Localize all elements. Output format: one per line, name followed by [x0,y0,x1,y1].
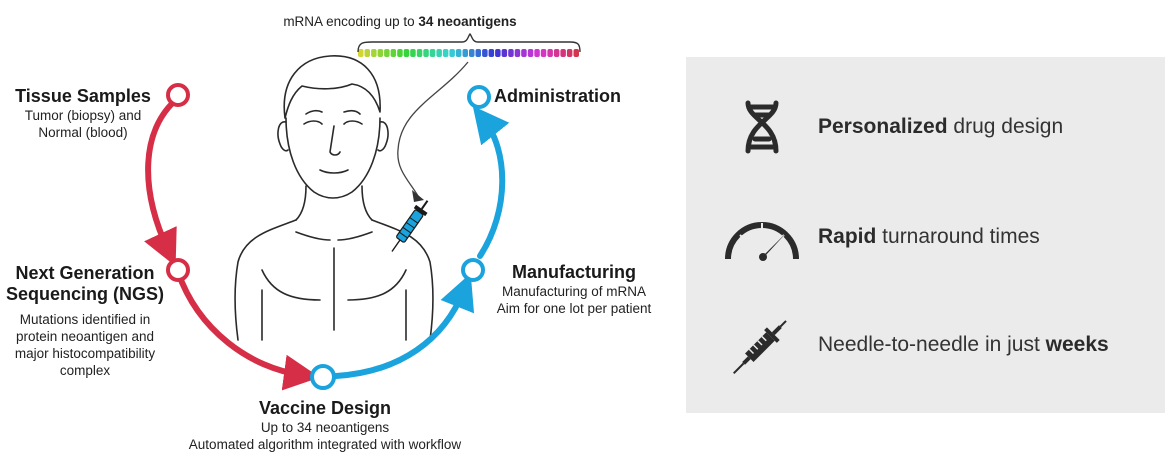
neoantigen-bead [527,49,534,57]
ngs-line: Mutations identified in [19,312,151,327]
neoantigen-bead [462,49,468,57]
vaccine-design-line: Automated algorithm integrated with work… [188,437,462,452]
diagram-artwork [144,33,581,391]
feature-rapid: Rapid turnaround times [686,207,1165,267]
neoantigen-bead [390,49,397,57]
feature-personalized-label: Personalized drug design [818,97,1063,157]
injection-connector-line [397,61,469,197]
neoantigen-bead [540,49,547,57]
manufacturing-line: Manufacturing of mRNA [501,284,647,299]
ngs-title: Next Generation [15,263,155,283]
neoantigen-bead [377,49,384,57]
feature-bold: weeks [1045,333,1109,356]
injection-arrowhead [412,190,424,202]
tissue-samples-line: Tumor (biopsy) and [24,108,142,123]
neoantigen-bead [534,49,540,57]
feature-rest: turnaround times [876,225,1040,248]
neoantigen-bead [423,49,429,57]
top-caption-emphasis: 34 neoantigens [418,14,517,29]
neoantigen-bead [410,49,416,57]
top-caption: mRNA encoding up to 34 neoantigens [270,14,530,29]
neoantigen-bead [495,49,501,57]
neoantigen-bead [521,49,527,57]
neoantigen-bead [566,49,573,57]
injection-syringe-icon [391,200,429,252]
tissue-samples-line: Normal (blood) [38,125,128,140]
manufacturing-title: Manufacturing [512,262,636,282]
neoantigen-bead [475,49,481,57]
vaccine-design-label: Vaccine Design Up to 34 neoantigens Auto… [180,398,470,453]
feature-bold: Rapid [818,225,877,248]
neoantigen-bead [553,49,560,57]
brace-bracket [357,33,581,53]
syringe-icon [733,320,787,374]
neoantigen-bead [560,49,566,57]
ngs-title: Sequencing (NGS) [5,284,164,304]
neoantigen-bead [436,49,442,57]
patient-figure [234,55,434,341]
feature-rest: drug design [947,115,1064,138]
neoantigen-bead [358,49,364,57]
blue-arrow-manufacturing-to-administration [472,105,510,259]
neoantigen-bead [508,49,514,57]
tissue-samples-title: Tissue Samples [15,86,151,106]
feature-needle: Needle-to-needle in just weeks [686,315,1165,375]
neoantigen-bead [384,49,390,57]
node-administration [467,85,491,109]
feature-prefix: Needle-to-needle in just [818,333,1046,356]
neoantigen-bead [403,49,410,57]
manufacturing-line: Aim for one lot per patient [496,301,652,316]
blue-arrow-design-to-manufacturing [333,273,475,379]
vaccine-design-line: Up to 34 neoantigens [260,420,390,435]
neoantigen-bead [371,49,377,57]
red-arrow-tissue-to-ngs [144,95,181,267]
neoantigen-bead [429,49,436,57]
ngs-line: complex [59,363,111,378]
neoantigen-bead [488,49,495,57]
top-caption-prefix: mRNA encoding up to [283,14,419,29]
tissue-samples-label: Tissue Samples Tumor (biopsy) and Normal… [8,86,158,141]
feature-rapid-label: Rapid turnaround times [818,207,1040,267]
ngs-label: Next Generation Sequencing (NGS) Mutatio… [4,263,166,379]
neoantigen-bead [397,49,403,57]
administration-title: Administration [494,86,622,106]
feature-personalized: Personalized drug design [686,97,1165,157]
vaccine-design-title: Vaccine Design [258,398,392,418]
node-tissue-samples [166,83,190,107]
neoantigen-bead [573,49,579,57]
neoantigen-bead [469,49,475,57]
ngs-line: protein neoantigen and [15,329,155,344]
neoantigen-bead [364,49,370,57]
neoantigen-bead [442,49,449,57]
node-ngs [166,258,190,282]
vaccine-workflow-diagram: mRNA encoding up to 34 neoantigens Tissu… [4,14,674,453]
ngs-line: major histocompatibility [14,346,156,361]
neoantigen-bead-strip [358,49,579,57]
neoantigen-bead [416,49,423,57]
speedometer-icon [725,222,799,261]
neoantigen-bead [482,49,488,57]
feature-needle-label: Needle-to-needle in just weeks [818,315,1109,375]
manufacturing-label: Manufacturing Manufacturing of mRNA Aim … [474,262,674,317]
red-arrow-ngs-to-design [175,269,320,391]
node-vaccine-design [310,364,336,390]
benefits-panel: Personalized drug design Rapid turnaroun… [686,57,1165,413]
feature-bold: Personalized [818,115,948,138]
neoantigen-bead [455,49,462,57]
dna-icon [745,100,779,154]
neoantigen-bead [547,49,553,57]
neoantigen-bead [501,49,508,57]
node-manufacturing [461,258,485,282]
neoantigen-bead [449,49,455,57]
neoantigen-bead [514,49,521,57]
